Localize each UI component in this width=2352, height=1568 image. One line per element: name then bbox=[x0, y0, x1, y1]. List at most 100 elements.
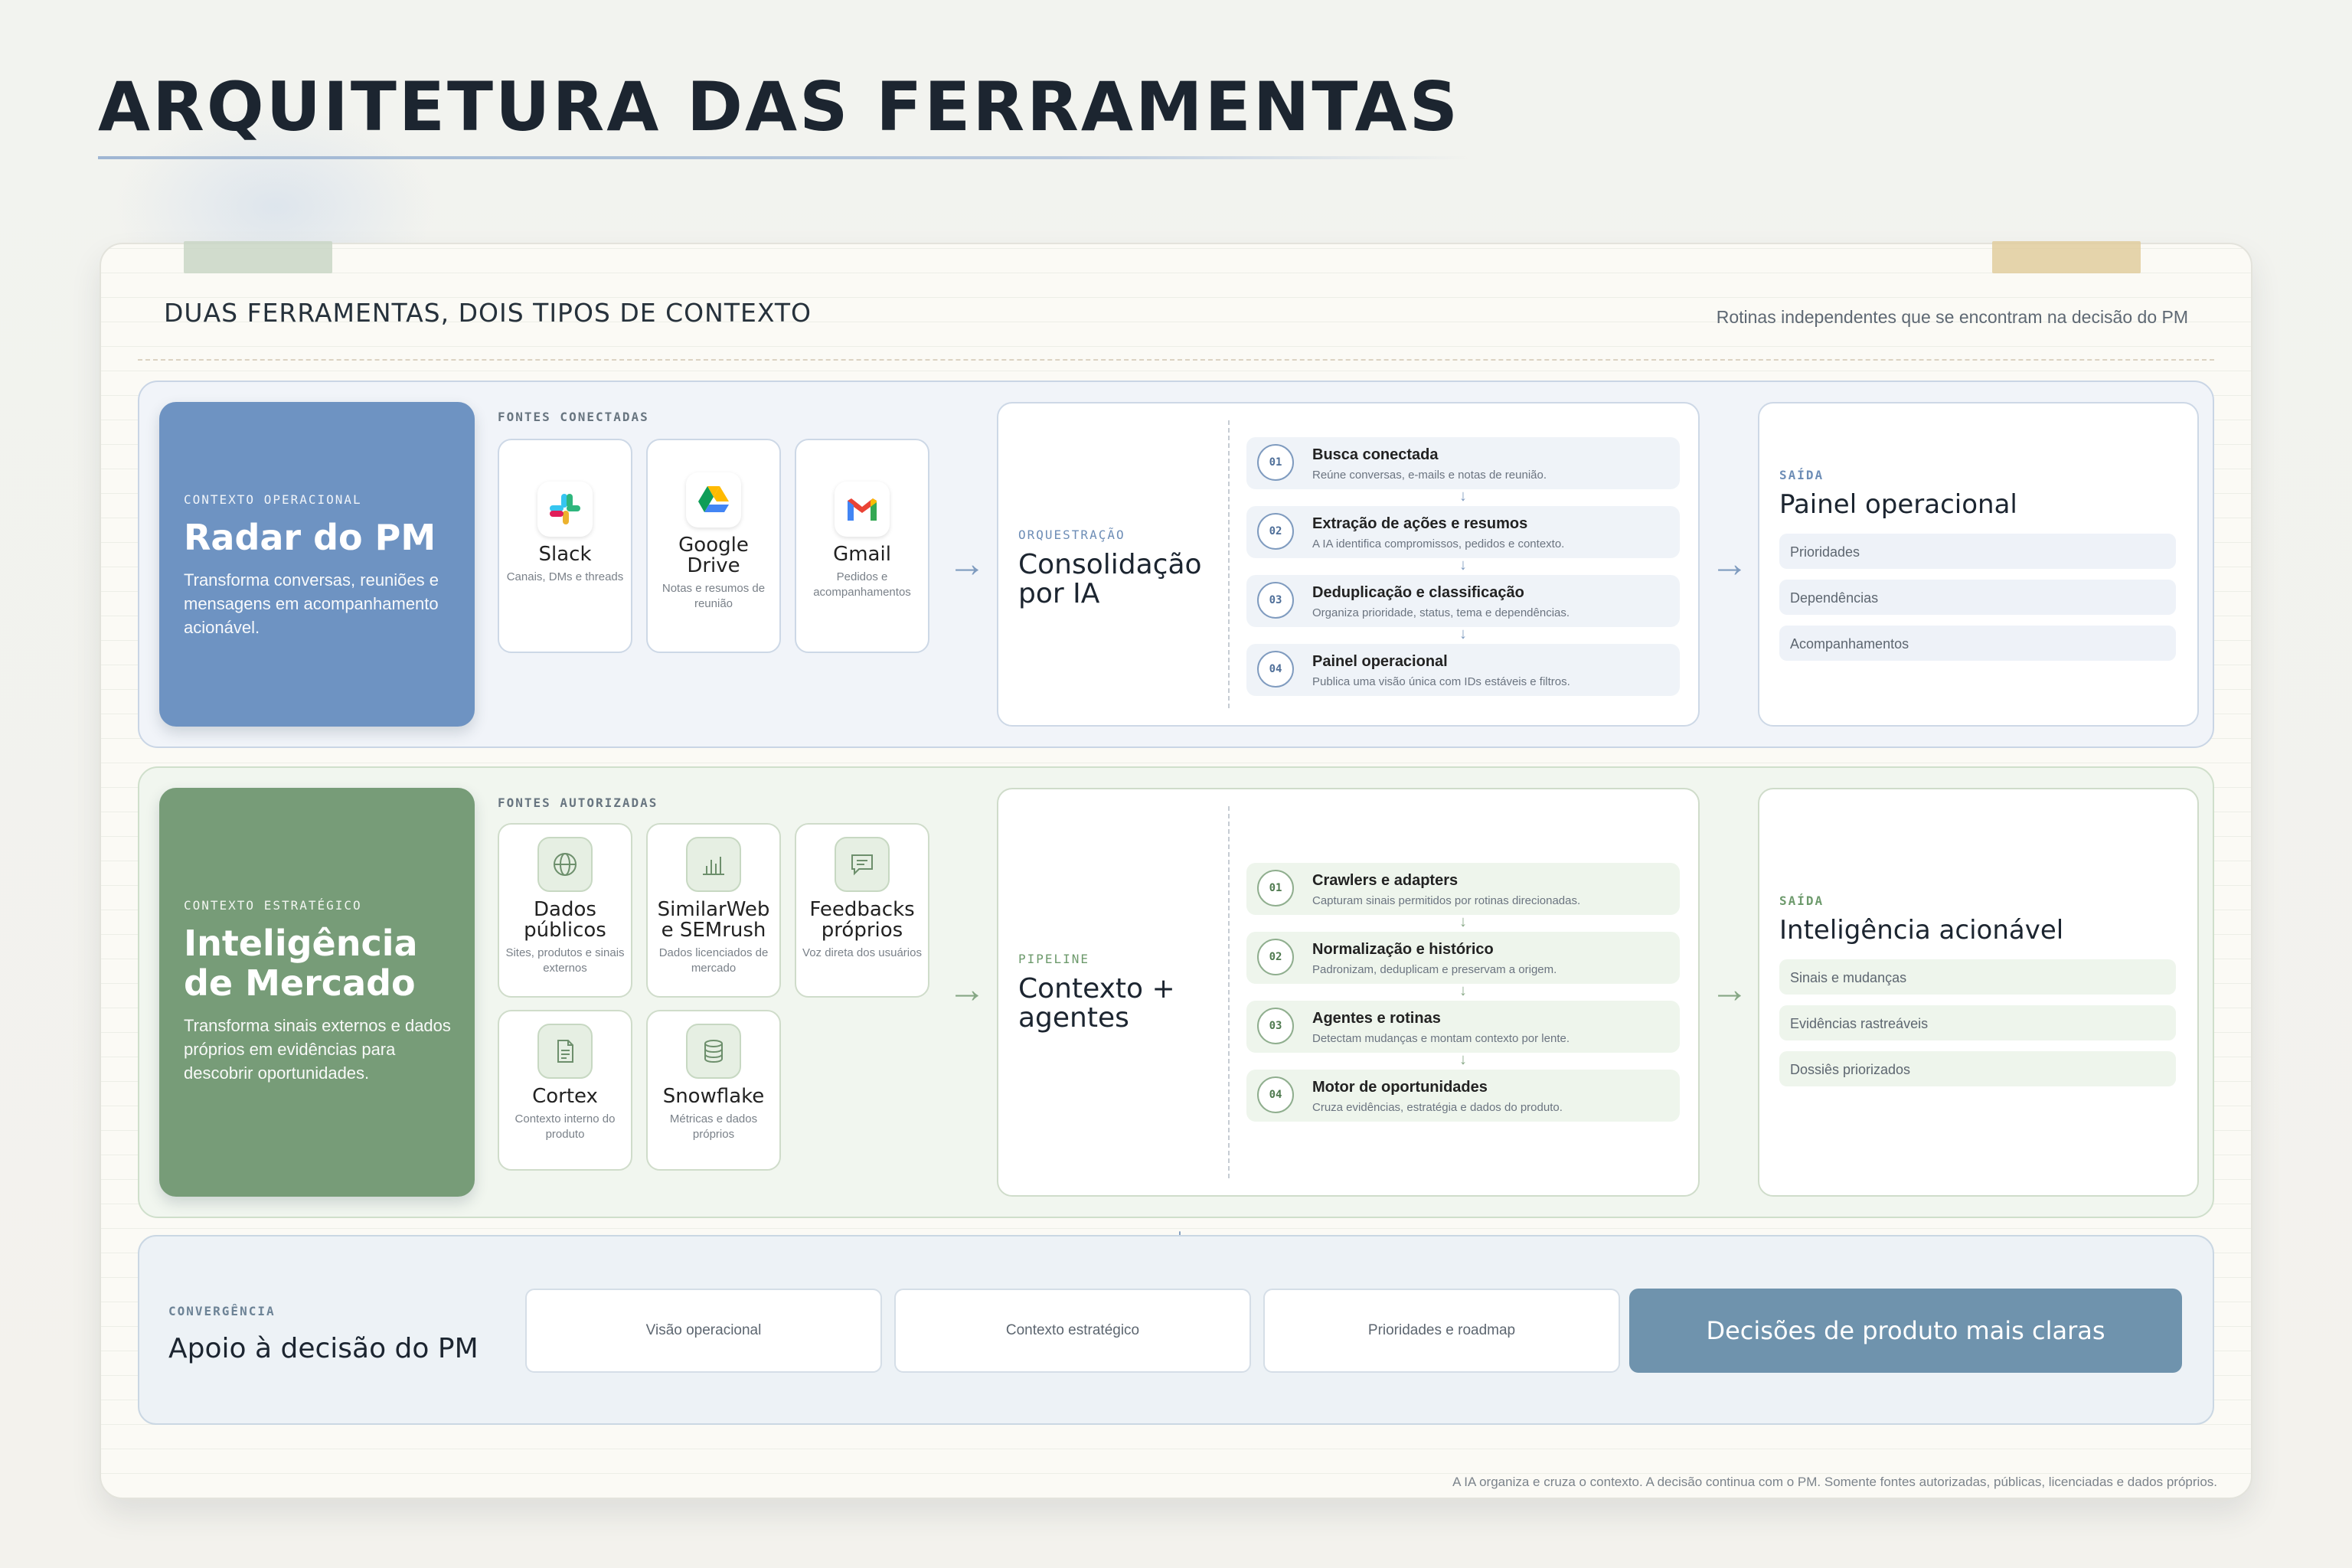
step-number: 01 bbox=[1257, 444, 1294, 481]
separator bbox=[1228, 420, 1230, 708]
step-number: 04 bbox=[1257, 1076, 1294, 1113]
market-process-tag: PIPELINE bbox=[1018, 952, 1090, 966]
step-item: 04 Motor de oportunidades Cruza evidênci… bbox=[1246, 1070, 1680, 1122]
arrow-right-icon: → bbox=[948, 968, 986, 1011]
dashed-divider bbox=[138, 359, 2214, 361]
source-desc: Voz direta dos usuários bbox=[802, 946, 922, 959]
chat-icon bbox=[835, 837, 890, 892]
title-underline bbox=[98, 156, 1468, 159]
output-tag: SAÍDA bbox=[1779, 893, 1824, 908]
source-desc: Contexto interno do produto bbox=[514, 1112, 616, 1141]
source-card-gmail: Gmail Pedidos e acompanhamentos bbox=[795, 439, 929, 653]
convergence-name: Apoio à decisão do PM bbox=[168, 1333, 479, 1364]
market-pipeline-card: PIPELINE Contexto + agentes 01 Crawlers … bbox=[997, 788, 1700, 1197]
step-title: Busca conectada bbox=[1312, 446, 1439, 463]
gmail-icon bbox=[835, 482, 890, 537]
market-name: Inteligência de Mercado bbox=[184, 923, 418, 1004]
radar-process-tag: ORQUESTRAÇÃO bbox=[1018, 528, 1125, 542]
google-drive-icon bbox=[686, 472, 741, 528]
step-number: 04 bbox=[1257, 651, 1294, 688]
radar-name: Radar do PM bbox=[184, 517, 436, 558]
step-desc: Capturam sinais permitidos por rotinas d… bbox=[1312, 894, 1581, 907]
radar-output-card: SAÍDA Painel operacional Prioridades Dep… bbox=[1758, 402, 2199, 727]
step-number: 03 bbox=[1257, 1008, 1294, 1044]
source-card-google-drive: Google Drive Notas e resumos de reunião bbox=[646, 439, 781, 653]
source-desc: Notas e resumos de reunião bbox=[662, 582, 766, 610]
step-desc: A IA identifica compromissos, pedidos e … bbox=[1312, 537, 1565, 550]
radar-hero-card: CONTEXTO OPERACIONAL Radar do PM Transfo… bbox=[159, 402, 475, 727]
market-description: Transforma sinais externos e dados própr… bbox=[184, 1016, 451, 1083]
arrow-down-icon: ↓ bbox=[1459, 557, 1467, 573]
output-title: Inteligência acionável bbox=[1779, 915, 2064, 946]
bar-chart-icon bbox=[686, 837, 741, 892]
step-desc: Detectam mudanças e montam contexto por … bbox=[1312, 1032, 1570, 1045]
market-output-card: SAÍDA Inteligência acionável Sinais e mu… bbox=[1758, 788, 2199, 1197]
step-title: Crawlers e adapters bbox=[1312, 872, 1459, 889]
board-heading: DUAS FERRAMENTAS, DOIS TIPOS DE CONTEXTO bbox=[164, 298, 812, 328]
globe-icon bbox=[537, 837, 593, 892]
source-card-slack: Slack Canais, DMs e threads bbox=[498, 439, 632, 653]
step-item: 04 Painel operacional Publica uma visão … bbox=[1246, 644, 1680, 696]
source-name: Dados públicos bbox=[524, 898, 606, 942]
radar-description: Transforma conversas, reuniões e mensage… bbox=[184, 570, 439, 637]
source-card-similarweb: SimilarWeb e SEMrush Dados licenciados d… bbox=[646, 823, 781, 998]
step-item: 01 Crawlers e adapters Capturam sinais p… bbox=[1246, 863, 1680, 930]
output-item: Sinais e mudanças bbox=[1779, 959, 2176, 995]
database-icon bbox=[686, 1024, 741, 1079]
tape-right bbox=[1992, 241, 2141, 273]
radar-sources-label: FONTES CONECTADAS bbox=[498, 410, 649, 424]
diagram-board: DUAS FERRAMENTAS, DOIS TIPOS DE CONTEXTO… bbox=[100, 241, 2252, 1499]
market-process-name: Contexto + agentes bbox=[1018, 973, 1175, 1034]
step-number: 03 bbox=[1257, 582, 1294, 619]
source-name: Google Drive bbox=[678, 534, 749, 577]
arrow-right-icon: → bbox=[1710, 968, 1749, 1011]
step-title: Deduplicação e classificação bbox=[1312, 584, 1524, 601]
radar-process-name: Consolidação por IA bbox=[1018, 549, 1202, 609]
radar-tag: CONTEXTO OPERACIONAL bbox=[184, 492, 362, 507]
step-desc: Reúne conversas, e-mails e notas de reun… bbox=[1312, 469, 1547, 482]
output-title: Painel operacional bbox=[1779, 489, 2017, 520]
step-item: 02 Normalização e histórico Padronizam, … bbox=[1246, 932, 1680, 999]
step-item: 01 Busca conectada Reúne conversas, e-ma… bbox=[1246, 437, 1680, 505]
source-card-snowflake: Snowflake Métricas e dados próprios bbox=[646, 1010, 781, 1171]
arrow-down-icon: ↓ bbox=[1459, 488, 1467, 505]
step-desc: Cruza evidências, estratégia e dados do … bbox=[1312, 1101, 1563, 1114]
output-item: Dependências bbox=[1779, 580, 2176, 615]
market-hero-card: CONTEXTO ESTRATÉGICO Inteligência de Mer… bbox=[159, 788, 475, 1197]
step-item: 03 Deduplicação e classificação Organiza… bbox=[1246, 575, 1680, 642]
step-number: 02 bbox=[1257, 513, 1294, 550]
step-title: Motor de oportunidades bbox=[1312, 1079, 1488, 1096]
arrow-down-icon: ↓ bbox=[1459, 626, 1467, 642]
arrow-down-icon: ↓ bbox=[1459, 982, 1467, 999]
source-name: SimilarWeb e SEMrush bbox=[657, 898, 770, 942]
convergence-result: Decisões de produto mais claras bbox=[1629, 1289, 2182, 1373]
source-desc: Pedidos e acompanhamentos bbox=[813, 570, 911, 599]
footer-note: A IA organiza e cruza o contexto. A deci… bbox=[1452, 1475, 2217, 1489]
step-number: 01 bbox=[1257, 870, 1294, 906]
output-tag: SAÍDA bbox=[1779, 468, 1824, 482]
radar-lane: CONTEXTO OPERACIONAL Radar do PM Transfo… bbox=[138, 381, 2214, 748]
source-desc: Métricas e dados próprios bbox=[669, 1112, 758, 1141]
step-title: Normalização e histórico bbox=[1312, 941, 1494, 958]
arrow-down-icon: ↓ bbox=[1459, 913, 1467, 930]
arrow-right-icon: → bbox=[1710, 542, 1749, 585]
step-title: Extração de ações e resumos bbox=[1312, 515, 1528, 532]
step-number: 02 bbox=[1257, 939, 1294, 975]
market-tag: CONTEXTO ESTRATÉGICO bbox=[184, 898, 362, 913]
output-item: Prioridades bbox=[1779, 534, 2176, 569]
step-title: Painel operacional bbox=[1312, 653, 1448, 670]
output-item: Dossiês priorizados bbox=[1779, 1051, 2176, 1086]
source-name: Snowflake bbox=[662, 1085, 765, 1108]
source-desc: Sites, produtos e sinais externos bbox=[505, 946, 625, 975]
arrow-right-icon: → bbox=[948, 542, 986, 585]
step-item: 03 Agentes e rotinas Detectam mudanças e… bbox=[1246, 1001, 1680, 1068]
source-name: Gmail bbox=[833, 543, 891, 566]
arrow-down-icon: ↓ bbox=[1459, 1051, 1467, 1068]
market-sources-label: FONTES AUTORIZADAS bbox=[498, 795, 658, 810]
source-card-feedbacks: Feedbacks próprios Voz direta dos usuári… bbox=[795, 823, 929, 998]
output-item: Acompanhamentos bbox=[1779, 626, 2176, 661]
source-card-cortex: Cortex Contexto interno do produto bbox=[498, 1010, 632, 1171]
tape-left bbox=[184, 241, 332, 273]
source-desc: Canais, DMs e threads bbox=[506, 570, 624, 583]
step-desc: Publica uma visão única com IDs estáveis… bbox=[1312, 675, 1570, 688]
